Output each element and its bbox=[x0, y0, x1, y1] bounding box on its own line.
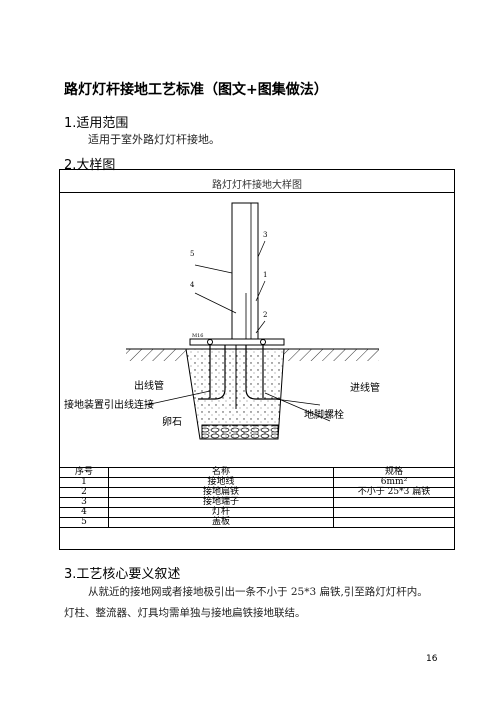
figure-caption: 路灯灯杆接地大样图 bbox=[212, 180, 302, 191]
col-name-header: 名称 bbox=[108, 467, 334, 478]
table-row: 2 接地扁铁 不小于 25*3 扁铁 bbox=[59, 487, 455, 498]
plate-label: M16 bbox=[192, 333, 203, 339]
row-name: 盖板 bbox=[108, 517, 334, 528]
row-index: 1 bbox=[59, 477, 109, 488]
row-index: 4 bbox=[59, 507, 109, 518]
callout-5: 5 bbox=[190, 250, 194, 258]
anchor-bolts bbox=[198, 345, 280, 409]
core-text-line-1: 从就近的接地网或者接地极引出一条不小于 25*3 扁铁,引至路灯灯杆内。 bbox=[88, 586, 428, 598]
table-row: 3 接地端子 bbox=[59, 497, 455, 508]
callout-3: 3 bbox=[263, 231, 267, 239]
row-name: 接地线 bbox=[108, 477, 334, 488]
row-name: 灯杆 bbox=[108, 507, 334, 518]
page-title: 路灯灯杆接地工艺标准（图文+图集做法） bbox=[64, 82, 328, 98]
col-index-header: 序号 bbox=[59, 467, 109, 478]
pebble-label: 卵石 bbox=[162, 416, 182, 428]
col-spec-header: 规格 bbox=[333, 467, 455, 478]
table-row: 5 盖板 bbox=[59, 517, 455, 528]
row-name: 接地扁铁 bbox=[108, 487, 334, 498]
concrete-foundation bbox=[185, 348, 285, 440]
table-row: 4 灯杆 bbox=[59, 507, 455, 518]
outlet-pipe-label: 出线管 bbox=[134, 379, 164, 392]
row-name: 接地端子 bbox=[108, 497, 334, 508]
base-plate bbox=[189, 338, 285, 346]
row-spec: 不小于 25*3 扁铁 bbox=[333, 487, 455, 498]
page-number: 16 bbox=[426, 654, 438, 664]
section-heading-core: 3.工艺核心要义叙述 bbox=[64, 567, 181, 582]
ground-lead-label: 接地装置引出线连接 bbox=[64, 398, 154, 411]
leader-lines bbox=[145, 240, 331, 422]
row-spec bbox=[333, 517, 455, 528]
inlet-pipe-label: 进线管 bbox=[350, 381, 380, 394]
scope-text: 适用于室外路灯灯杆接地。 bbox=[88, 133, 220, 146]
row-spec bbox=[333, 507, 455, 518]
detail-figure: 路灯灯杆接地大样图 bbox=[59, 169, 455, 550]
caption-divider bbox=[60, 192, 454, 193]
grounding-drawing: 5 4 3 1 2 M16 出线管 接地装置引出线连接 卵石 进线管 地脚螺栓 bbox=[64, 202, 380, 440]
ground-hatch bbox=[126, 348, 379, 361]
spec-table: 序号 名称 规格 1 接地线 6mm² 2 接地扁铁 不小于 25*3 扁铁 3… bbox=[59, 467, 455, 528]
callout-2: 2 bbox=[263, 311, 267, 319]
section-heading-scope: 1.适用范围 bbox=[64, 116, 129, 131]
table-row: 1 接地线 6mm² bbox=[59, 477, 455, 488]
row-index: 3 bbox=[59, 497, 109, 508]
anchor-bolt-label: 地脚螺栓 bbox=[304, 408, 344, 421]
callout-1: 1 bbox=[263, 271, 267, 279]
callout-4: 4 bbox=[190, 281, 195, 289]
core-text-line-2: 灯柱、整流器、灯具均需单独与接地扁铁接地联结。 bbox=[64, 607, 306, 619]
row-index: 2 bbox=[59, 487, 109, 498]
table-header-row: 序号 名称 规格 bbox=[59, 467, 455, 478]
lamp-pole bbox=[231, 202, 259, 344]
row-spec: 6mm² bbox=[333, 477, 455, 488]
row-spec bbox=[333, 497, 455, 508]
row-index: 5 bbox=[59, 517, 109, 528]
